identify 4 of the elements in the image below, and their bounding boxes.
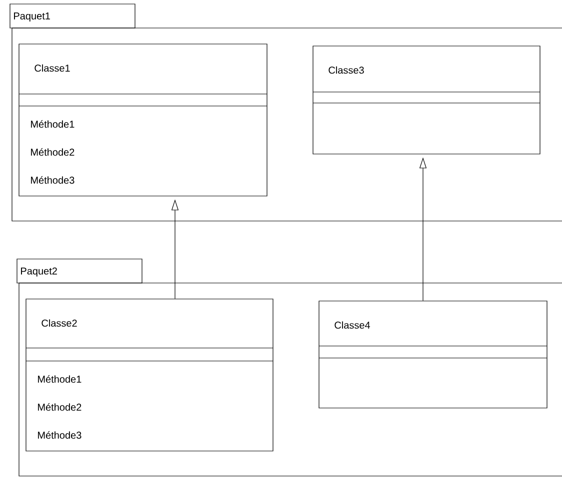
class-box: Classe4 <box>318 300 548 408</box>
class-box: Classe1 Méthode1 Méthode2 Méthode3 <box>18 44 268 196</box>
class-box: Classe2 Méthode1 Méthode2 Méthode3 <box>26 298 274 452</box>
class-box: Classe3 <box>312 46 540 154</box>
